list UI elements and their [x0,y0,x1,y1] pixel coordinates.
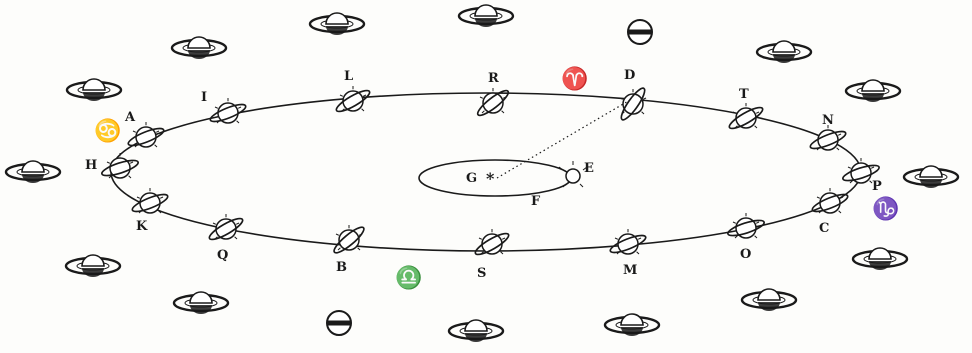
orbit-label-k: K [136,219,148,234]
orbit-label-m: M [623,263,637,278]
saturn-icon [127,122,166,149]
saturn-orbit-position-m: M [609,229,648,278]
orbit-label-q: Q [217,248,228,263]
saturn-edge-on-view [327,311,351,335]
saturn-orbit-position-t: T [727,87,765,132]
saturn-ringed-view [174,292,228,314]
orbit-label-h: H [85,158,97,173]
saturn-icon [331,224,367,256]
orbit-label-l: L [344,69,353,84]
saturn-orbit-position-o: O [726,213,765,262]
saturn-orbit-position-c: C [811,188,850,236]
saturn-icon [475,87,511,118]
saturn-ringed-view [6,161,60,183]
orbit-label-r: R [488,71,499,86]
saturn-orbit-position-a: A [124,110,165,149]
libra-symbol: ♎ [395,265,422,291]
saturn-icon [618,86,648,123]
earth-label-f: F [531,194,541,209]
saturn-icon [334,86,372,115]
saturn-ringed-view [172,37,226,59]
saturn-ringed-view [757,41,811,63]
orbit-label-t: T [739,87,749,102]
saturn-ringed-view [904,166,958,188]
saturn-ringed-view [66,255,120,277]
orbit-label-c: C [819,221,829,236]
saturn-orbit-position-q: Q [207,214,245,263]
saturn-orbit: R D T N P C O M S B Q K H A I L [85,68,882,281]
saturn-ringed-view [846,80,900,102]
sightline-dotted [497,100,630,178]
saturn-ringed-view [742,289,796,311]
saturn-icon [207,214,245,243]
earth-orbit: G * E F [419,100,630,209]
earth-label-e: E [584,161,594,176]
saturn-orbit-position-r: R [475,71,511,119]
saturn-orbit-position-l: L [334,69,372,115]
capricorn-symbol: ♑ [872,196,899,222]
saturn-orbit-position-n: N [809,113,848,152]
saturn-icon [100,153,139,179]
orbit-label-b: B [336,260,347,275]
saturn-ringed-view [853,248,907,270]
saturn-icon [473,229,511,258]
saturn-ringed-view [310,13,364,35]
orbit-label-s: S [477,266,486,281]
saturn-orbit-position-b: B [331,224,367,275]
saturn-ringed-view [449,320,503,342]
orbit-label-p: P [872,179,882,194]
cancer-symbol: ♋ [94,118,121,144]
saturn-orbit-position-p: P [841,158,882,194]
orbit-label-a: A [124,110,136,125]
orbit-label-i: I [201,90,207,105]
orbit-label-o: O [740,247,751,262]
saturn-orbit-position-d: D [618,68,648,122]
saturn-edge-on-view [628,20,652,44]
sun-symbol: * [486,169,495,188]
orbit-label-n: N [822,113,834,128]
sun-label: G [466,171,477,186]
saturn-icon [209,98,248,125]
earth-orbit-ellipse [419,160,571,196]
outer-appearances [6,5,958,342]
saturn-icon [811,188,850,215]
saturn-orbit-position-s: S [473,229,511,281]
saturn-ringed-view [605,314,659,336]
saturn-orbit-position-h: H [85,153,140,179]
saturn-ringed-view [459,5,513,27]
saturn-ringed-view [67,79,121,101]
saturn-icon [609,229,648,256]
saturn-orbit-position-k: K [131,188,170,234]
earth-icon [566,169,580,183]
aries-symbol: ♈ [561,66,588,92]
orbit-label-d: D [624,68,635,83]
